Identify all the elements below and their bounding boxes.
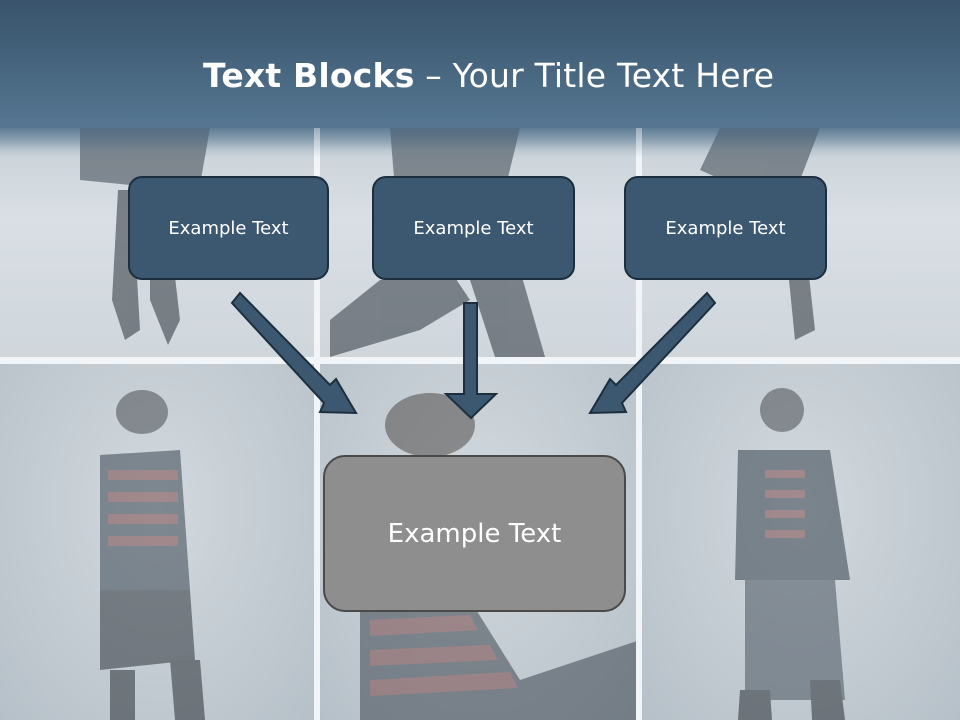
text-box-center[interactable]: Example Text xyxy=(372,176,575,280)
text-box-main-label: Example Text xyxy=(387,518,562,549)
title-band xyxy=(0,0,960,128)
title-bold: Text Blocks xyxy=(203,56,415,95)
text-box-left[interactable]: Example Text xyxy=(128,176,329,280)
collage-divider-vertical-right xyxy=(636,128,642,720)
arrow-right-icon xyxy=(588,291,717,415)
title-rest: Your Title Text Here xyxy=(452,56,775,95)
arrow-left-icon xyxy=(230,291,358,415)
text-box-left-label: Example Text xyxy=(168,217,289,239)
text-box-main[interactable]: Example Text xyxy=(323,455,626,612)
title-separator: – xyxy=(414,56,453,95)
text-box-right[interactable]: Example Text xyxy=(624,176,827,280)
title-band-fade xyxy=(0,118,960,158)
collage-divider-vertical-left xyxy=(314,128,320,720)
slide-title: Text Blocks – Your Title Text Here xyxy=(203,56,774,96)
text-box-center-label: Example Text xyxy=(413,217,534,239)
collage-divider-horizontal xyxy=(0,357,960,364)
text-box-right-label: Example Text xyxy=(665,217,786,239)
arrow-center-icon xyxy=(443,302,499,420)
